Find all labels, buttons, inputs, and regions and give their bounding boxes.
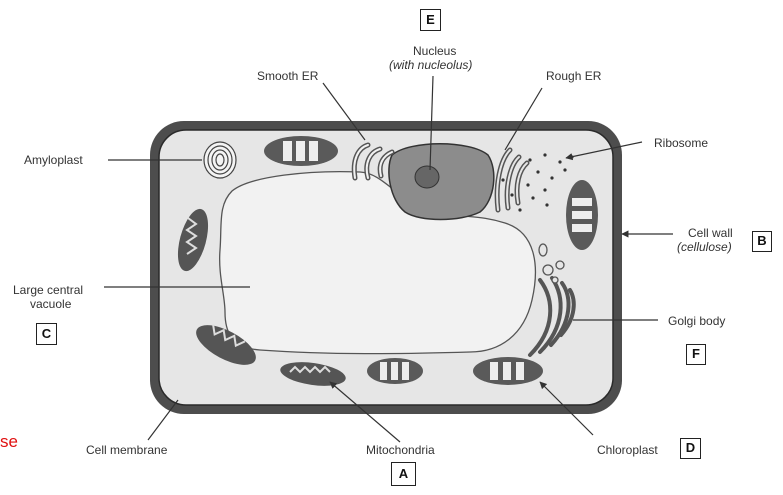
chloroplast-top <box>264 136 338 166</box>
vacuole-label-line2: vacuole <box>30 297 71 311</box>
nucleus <box>389 144 494 220</box>
answer-box-d: D <box>680 438 701 459</box>
cell-wall-label: Cell wall <box>688 226 733 240</box>
nucleolus <box>415 166 439 188</box>
answer-box-e: E <box>420 9 441 31</box>
ribosome-label: Ribosome <box>654 136 708 150</box>
chloroplast-bottom-center <box>367 358 423 384</box>
answer-box-a: A <box>391 462 416 486</box>
amyloplast <box>204 142 236 178</box>
cell-membrane-label: Cell membrane <box>86 443 167 457</box>
edge-fragment-text: se <box>0 432 18 452</box>
chloroplast-bottom-right <box>473 357 543 385</box>
answer-box-c: C <box>36 323 57 345</box>
vacuole-label-line1: Large central <box>13 283 83 297</box>
chloroplast-right <box>566 180 598 250</box>
chloroplast-label: Chloroplast <box>597 443 658 457</box>
golgi-body-label: Golgi body <box>668 314 725 328</box>
rough-er-label: Rough ER <box>546 69 601 83</box>
smooth-er-label: Smooth ER <box>257 69 318 83</box>
mitochondria-label: Mitochondria <box>366 443 435 457</box>
answer-box-b: B <box>752 231 772 252</box>
nucleus-label: Nucleus <box>413 44 456 58</box>
nucleus-note: (with nucleolus) <box>389 58 472 72</box>
amyloplast-label: Amyloplast <box>24 153 83 167</box>
cell-wall-note: (cellulose) <box>677 240 732 254</box>
answer-box-f: F <box>686 344 706 365</box>
